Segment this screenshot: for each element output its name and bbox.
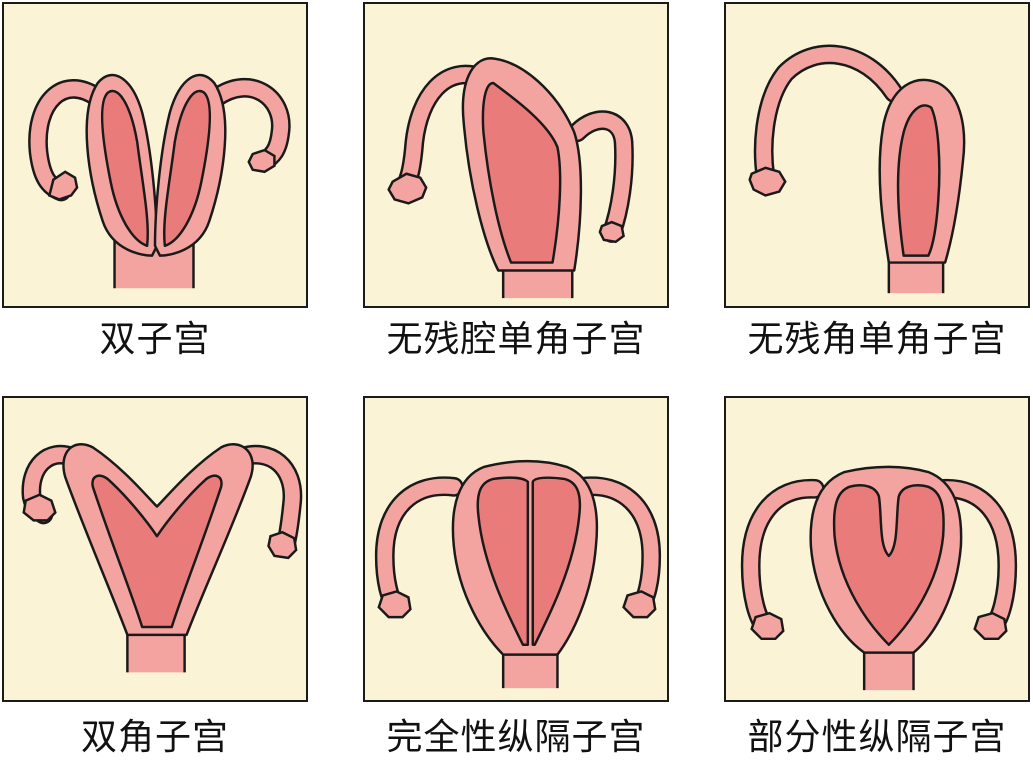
unicornuate-no-horn-illustration [748, 44, 966, 294]
panel-didelphys [2, 2, 308, 308]
caption-didelphys: 双子宫 [99, 319, 211, 360]
panel-partial-septate [724, 396, 1030, 702]
caption-unicornuate-no-rudimentary-cavity: 无残腔单角子宫 [386, 319, 646, 360]
caption-complete-septate: 完全性纵隔子宫 [386, 717, 646, 758]
partial-septate-illustration [740, 465, 1018, 691]
panel-bicornuate [2, 396, 308, 702]
panel-unicornuate-no-rudimentary-horn [724, 2, 1030, 308]
caption-partial-septate: 部分性纵隔子宫 [747, 717, 1007, 758]
caption-bicornuate: 双角子宫 [80, 717, 229, 758]
bicornuate-uterus-illustration [21, 443, 303, 673]
unicornuate-no-cavity-illustration [387, 57, 634, 299]
didelphys-uterus-illustration [28, 73, 291, 289]
complete-septate-illustration [374, 459, 662, 689]
panel-unicornuate-no-rudimentary-cavity [363, 2, 669, 308]
panel-complete-septate [363, 396, 669, 702]
caption-unicornuate-no-rudimentary-horn: 无残角单角子宫 [747, 319, 1007, 360]
